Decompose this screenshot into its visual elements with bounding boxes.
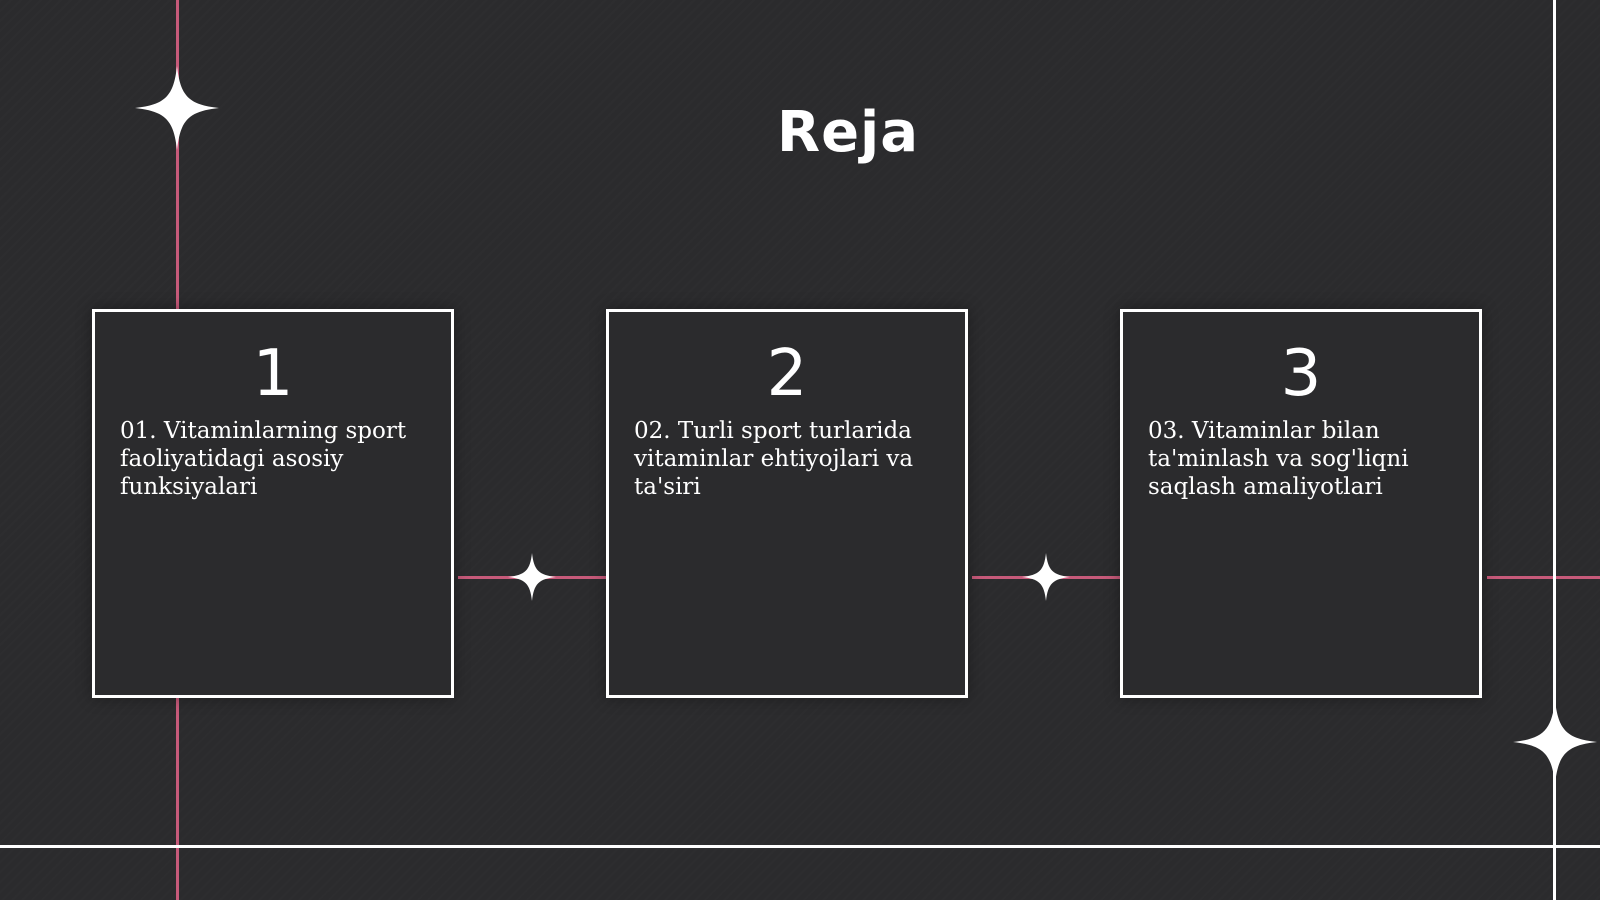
- agenda-card-text: 03. Vitaminlar bilan ta'minlash va sog'l…: [1148, 418, 1409, 500]
- horizontal-frame-line-bottom: [0, 845, 1600, 848]
- agenda-card-text: 02. Turli sport turlarida vitaminlar eht…: [634, 418, 914, 500]
- agenda-card-3: 3 03. Vitaminlar bilan ta'minlash va sog…: [1120, 309, 1482, 698]
- agenda-card-number: 3: [1280, 337, 1322, 411]
- agenda-card-number: 2: [766, 337, 808, 411]
- vertical-frame-line-right: [1553, 0, 1556, 900]
- agenda-card-text: 01. Vitaminlarning sport faoliyatidagi a…: [120, 418, 407, 500]
- agenda-card-number: 1: [252, 337, 294, 411]
- horizontal-connector-3: [1487, 576, 1600, 579]
- sparkle-star-icon: [1022, 553, 1070, 601]
- sparkle-star-icon: [508, 553, 556, 601]
- sparkle-star-icon: [135, 66, 219, 150]
- vertical-accent-line-bottom: [176, 698, 179, 900]
- agenda-card-2: 2 02. Turli sport turlarida vitaminlar e…: [606, 309, 968, 698]
- agenda-card-1: 1 01. Vitaminlarning sport faoliyatidagi…: [92, 309, 454, 698]
- slide-title: Reja: [776, 100, 920, 165]
- vertical-accent-line-top: [176, 0, 179, 309]
- sparkle-star-icon: [1513, 700, 1597, 784]
